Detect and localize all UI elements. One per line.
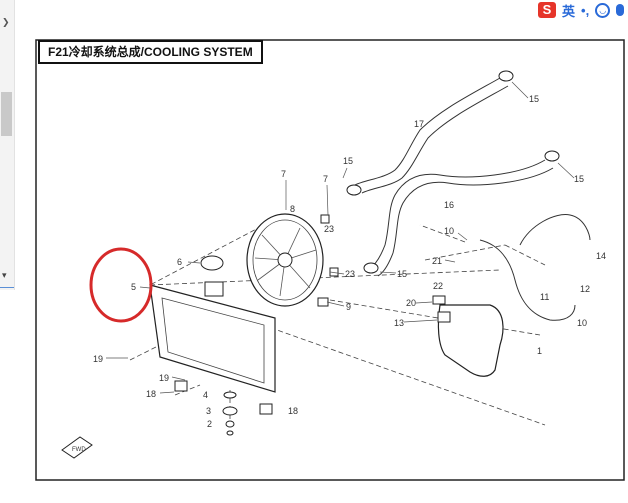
hose-clamps [346, 70, 560, 274]
callout-8: 8 [290, 204, 295, 214]
highlight-circle [89, 247, 153, 323]
callout-12: 12 [580, 284, 590, 294]
callout-7b: 7 [323, 174, 328, 184]
callout-23a: 23 [324, 224, 334, 234]
callout-lines [106, 81, 575, 394]
scrollbar-thumb[interactable] [1, 92, 12, 136]
callout-19a: 19 [93, 354, 103, 364]
diagram-title: F21冷却系统总成/COOLING SYSTEM [38, 40, 263, 64]
hose-group [354, 77, 591, 321]
callout-13: 13 [394, 318, 404, 328]
forward-arrow-icon: FWD [61, 436, 93, 459]
cooling-fan [246, 213, 324, 307]
callout-17: 17 [414, 119, 424, 129]
dropdown-arrow-icon[interactable]: ▾ [2, 270, 7, 280]
callout-3: 3 [206, 406, 211, 416]
emoji-icon[interactable]: ◡ [595, 2, 611, 18]
ime-toolbar: S 英 •, ◡ [534, 0, 628, 20]
small-parts [174, 214, 446, 436]
callout-6: 6 [177, 257, 182, 267]
callout-11: 11 [540, 292, 549, 302]
callout-15d: 15 [397, 269, 407, 279]
overflow-hose-11 [479, 239, 576, 321]
viewer-sidebar: ❯ ▾ [0, 0, 15, 290]
radiator-cap [200, 255, 224, 271]
microphone-icon[interactable] [616, 4, 625, 16]
callout-20: 20 [406, 298, 416, 308]
callout-14: 14 [596, 251, 606, 261]
callout-10b: 10 [577, 318, 587, 328]
callout-21: 21 [432, 256, 442, 266]
punctuation-icon[interactable]: •, [581, 2, 590, 18]
chevron-right-icon[interactable]: ❯ [2, 17, 10, 27]
callout-18a: 18 [146, 389, 156, 399]
callout-10a: 10 [444, 226, 454, 236]
ime-language-label[interactable]: 英 [562, 3, 576, 19]
callout-16: 16 [444, 200, 454, 210]
callout-5: 5 [131, 282, 136, 292]
upper-hose-17 [354, 77, 501, 186]
callout-2: 2 [207, 419, 212, 429]
diagram-frame [35, 39, 625, 481]
callout-7a: 7 [281, 169, 286, 179]
sidebar-divider [0, 287, 14, 288]
callout-15a: 15 [529, 94, 539, 104]
callout-23b: 23 [345, 269, 355, 279]
overflow-tank [437, 304, 504, 377]
callout-1: 1 [537, 346, 542, 356]
callout-22: 22 [433, 281, 443, 291]
sogou-logo-icon[interactable]: S [538, 2, 556, 18]
overflow-hose-14 [519, 214, 591, 246]
callout-15b: 15 [574, 174, 584, 184]
callout-labels: 15 17 15 15 16 7 7 8 23 23 15 6 5 9 10 2… [93, 94, 606, 429]
callout-15c: 15 [343, 156, 353, 166]
radiator [149, 281, 276, 393]
callout-18b: 18 [288, 406, 298, 416]
svg-text:FWD: FWD [72, 447, 86, 453]
lower-hose-16 [369, 159, 546, 269]
callout-19b: 19 [159, 373, 169, 383]
callout-4: 4 [203, 390, 208, 400]
callout-9: 9 [346, 302, 351, 312]
